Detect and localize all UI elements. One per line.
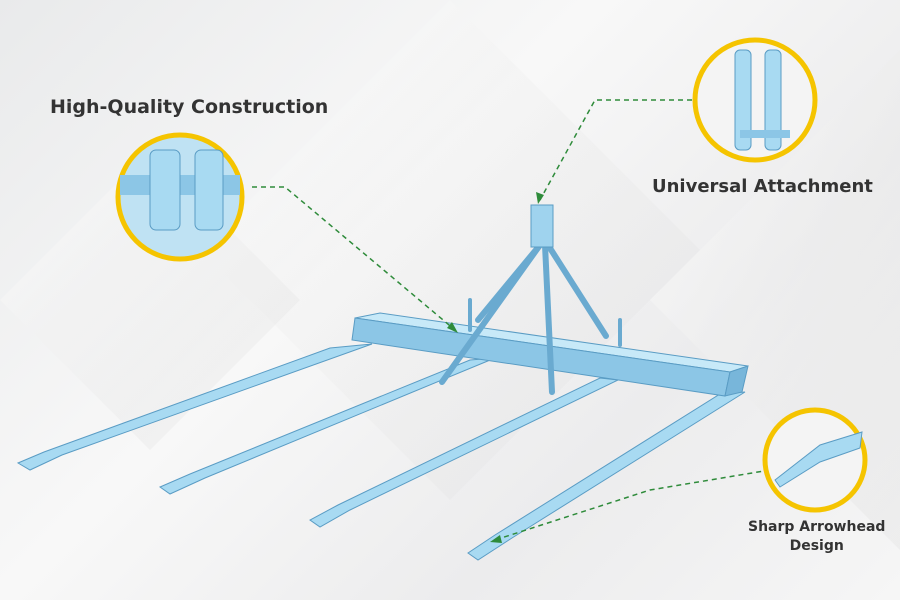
leader-arrowheads: [447, 192, 544, 543]
label-line-2: Design: [789, 538, 844, 554]
label-universal-attachment: Universal Attachment: [652, 176, 873, 197]
label-high-quality-construction: High-Quality Construction: [50, 96, 329, 118]
tine-4: [467, 391, 746, 561]
tine-1: [16, 343, 373, 471]
callout-circle-arrowhead: [762, 407, 868, 513]
label-sharp-arrowhead: Sharp Arrowhead Design: [748, 518, 885, 556]
fork-tines: [16, 343, 746, 561]
a-frame-mast: [439, 204, 622, 395]
callout-circle-attachment: [692, 37, 818, 163]
callout-circle-construction: [115, 132, 245, 262]
leader-lines: [252, 99, 771, 541]
label-line-1: Sharp Arrowhead: [748, 519, 886, 535]
